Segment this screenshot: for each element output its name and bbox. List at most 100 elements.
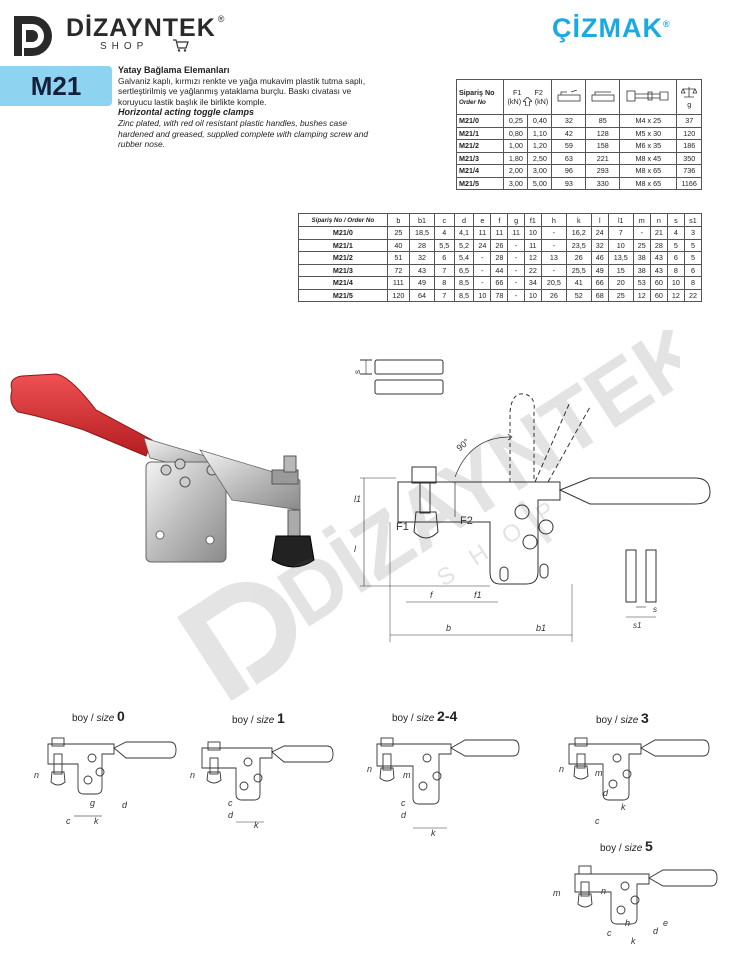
table-cell: 5 bbox=[683, 238, 703, 252]
dim-k-3: k bbox=[621, 802, 626, 812]
table-cell: 0,40 bbox=[527, 114, 553, 128]
table-cell: 43 bbox=[409, 263, 435, 277]
table-cell: 23,5 bbox=[565, 238, 592, 252]
table-cell: 1,00 bbox=[503, 139, 529, 153]
dim-c-1: c bbox=[228, 798, 233, 808]
table-cell: 120 bbox=[676, 126, 702, 140]
dim-c-5: c bbox=[607, 928, 612, 938]
table-cell: - bbox=[540, 226, 567, 240]
size-label-1: boy / size 1 bbox=[232, 710, 285, 726]
table-cell: 1166 bbox=[676, 176, 702, 190]
table-cell: 38 bbox=[632, 251, 651, 265]
order-no-cell: M21/0 bbox=[455, 114, 505, 128]
table-cell: 10 bbox=[666, 276, 685, 290]
description: Yatay Bağlama Elemanları Galvaniz kaplı,… bbox=[118, 65, 373, 150]
table-cell: 5 bbox=[683, 251, 703, 265]
table-cell: 16,2 bbox=[565, 226, 592, 240]
dim-n-5: n bbox=[601, 886, 606, 896]
table-cell: 8 bbox=[666, 263, 685, 277]
table-cell: 6 bbox=[683, 263, 703, 277]
column-header: b1 bbox=[409, 213, 435, 227]
dim-k-2: k bbox=[431, 828, 436, 838]
dim-s: s bbox=[653, 605, 657, 614]
table-cell: 350 bbox=[676, 151, 702, 165]
table-cell: 0,80 bbox=[503, 126, 529, 140]
column-header: m bbox=[632, 213, 651, 227]
dim-m-3: m bbox=[595, 768, 603, 778]
table-cell: 28 bbox=[649, 238, 668, 252]
table-cell: 158 bbox=[585, 139, 621, 153]
table-cell: - bbox=[473, 263, 492, 277]
table-cell: 10 bbox=[523, 226, 542, 240]
table-cell: 7 bbox=[433, 263, 455, 277]
clamp-closed-icon bbox=[591, 91, 615, 102]
table-cell: 1,10 bbox=[527, 126, 553, 140]
table-cell: 21 bbox=[649, 226, 668, 240]
table-cell: 13 bbox=[540, 251, 567, 265]
desc-tr-text: Galvaniz kaplı, kırmızı renkte ve yağa m… bbox=[118, 75, 366, 107]
order-no-cell: M21/2 bbox=[298, 251, 388, 265]
dim-d-3: d bbox=[603, 788, 609, 798]
cart-icon bbox=[173, 39, 189, 52]
table-cell: - bbox=[632, 226, 651, 240]
table-cell: 6 bbox=[433, 251, 455, 265]
table-cell: 25 bbox=[607, 288, 634, 302]
dim-c-3: c bbox=[595, 816, 600, 826]
table-cell: 49 bbox=[409, 276, 435, 290]
table-cell: 40 bbox=[386, 238, 411, 252]
column-header: b bbox=[386, 213, 411, 227]
table-cell: - bbox=[473, 251, 492, 265]
table-cell: - bbox=[507, 276, 525, 290]
column-header: s bbox=[666, 213, 685, 227]
table-cell: 5,2 bbox=[453, 238, 475, 252]
table-cell: 28 bbox=[490, 251, 509, 265]
table-cell: 12 bbox=[523, 251, 542, 265]
table-cell: 111 bbox=[386, 276, 411, 290]
column-header: d bbox=[453, 213, 475, 227]
column-header: n bbox=[649, 213, 668, 227]
table-cell: 25 bbox=[386, 226, 411, 240]
rubber-nose bbox=[271, 535, 315, 568]
table-cell: 1,80 bbox=[503, 151, 529, 165]
table-cell: 26 bbox=[490, 238, 509, 252]
column-header: f1 bbox=[523, 213, 542, 227]
t1-head-screw-icon bbox=[619, 79, 678, 115]
dim-f1: f1 bbox=[474, 590, 482, 600]
order-no-cell: M21/1 bbox=[455, 126, 505, 140]
table-cell: 68 bbox=[590, 288, 609, 302]
table-cell: 1,20 bbox=[527, 139, 553, 153]
table-cell: 11 bbox=[473, 226, 492, 240]
table-cell: 10 bbox=[523, 288, 542, 302]
table-cell: 8,5 bbox=[453, 288, 475, 302]
dim-d-0: d bbox=[122, 800, 128, 810]
dim-g-0: g bbox=[90, 798, 95, 808]
table-cell: 60 bbox=[649, 276, 668, 290]
dim-k-0: k bbox=[94, 816, 99, 826]
table-cell: - bbox=[507, 263, 525, 277]
up-arrow-icon bbox=[523, 97, 533, 106]
table-cell: 43 bbox=[649, 263, 668, 277]
table-cell: 293 bbox=[585, 164, 621, 178]
table-cell: 4 bbox=[433, 226, 455, 240]
dim-n-3: n bbox=[559, 764, 564, 774]
dim-b: b bbox=[446, 623, 451, 633]
size-label-5: boy / size 5 bbox=[600, 838, 653, 854]
table-cell: 11 bbox=[523, 238, 542, 252]
table-cell: 12 bbox=[666, 288, 685, 302]
table-cell: 49 bbox=[590, 263, 609, 277]
dim-h-5: h bbox=[625, 918, 630, 928]
dim-s-top: s bbox=[353, 370, 362, 374]
dim-d-1: d bbox=[228, 810, 234, 820]
table-cell: 6 bbox=[666, 251, 685, 265]
angle-label: 90° bbox=[454, 436, 471, 453]
table-cell: 25,5 bbox=[565, 263, 592, 277]
dizayntek-logo-icon bbox=[14, 16, 52, 56]
column-header: s1 bbox=[683, 213, 703, 227]
table-cell: 5,4 bbox=[453, 251, 475, 265]
table-cell: 43 bbox=[649, 251, 668, 265]
label-f2-force: F2 bbox=[460, 515, 473, 527]
